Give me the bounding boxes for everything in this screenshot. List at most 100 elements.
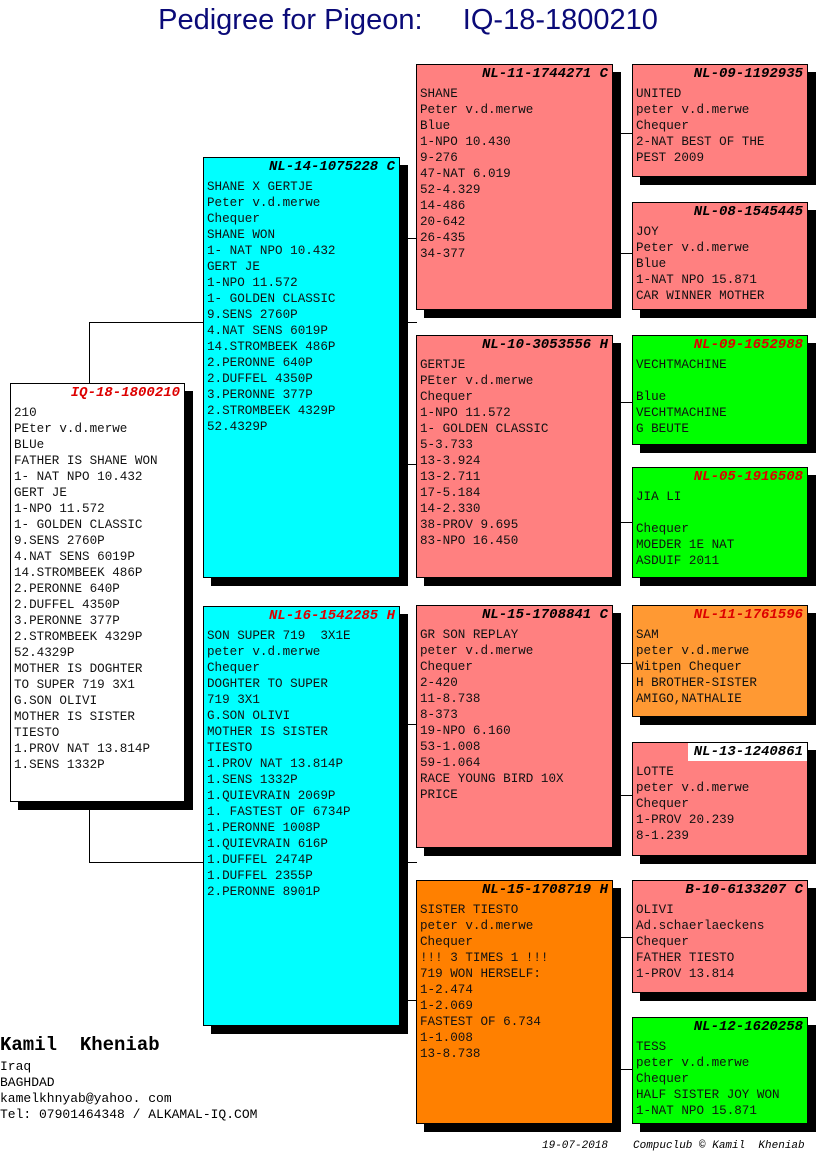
ring-number: NL-14-1075228 C (262, 158, 399, 176)
connector-line (617, 402, 633, 403)
pigeon-detail-line: 14-486 (420, 199, 466, 213)
connector-line (617, 663, 633, 664)
pigeon-detail-line: 9.SENS 2760P (14, 534, 105, 548)
connector-line (402, 1000, 417, 1001)
connector-line (89, 322, 90, 384)
pigeon-detail-line: MOTHER IS SISTER (14, 710, 135, 724)
pigeon-detail-line: 1-2.069 (420, 999, 473, 1013)
pigeon-detail-line: peter v.d.merwe (636, 644, 750, 658)
pigeon-detail-line: 59-1.064 (420, 756, 481, 770)
pigeon-detail-line: FATHER TIESTO (636, 951, 735, 965)
pigeon-detail-line: JOY (636, 225, 659, 239)
pigeon-detail-line: Chequer (636, 1072, 689, 1086)
pigeon-detail-line: TIESTO (207, 741, 253, 755)
pigeon-detail-line: 2.STROMBEEK 4329P (14, 630, 143, 644)
pigeon-detail-line: Ad.schaerlaeckens (636, 919, 765, 933)
pigeon-detail-line: Blue (636, 390, 667, 404)
ring-number: NL-09-1192935 (687, 65, 807, 83)
pigeon-detail-line: Blue (636, 257, 667, 271)
ring-number: B-10-6133207 C (679, 881, 807, 899)
pigeon-detail-line: DOGHTER TO SUPER (207, 677, 328, 691)
pigeon-detail-line: SHANE WON (207, 228, 276, 242)
pigeon-detail-line: 1-NAT NPO 15.871 (636, 1104, 757, 1118)
pigeon-detail-line: 53-1.008 (420, 740, 481, 754)
pigeon-detail-line: GERT JE (14, 486, 67, 500)
pigeon-detail-line: 1. FASTEST OF 6734P (207, 805, 351, 819)
ring-number: NL-15-1708841 C (475, 606, 612, 624)
pigeon-detail-line: FASTEST OF 6.734 (420, 1015, 541, 1029)
pigeon-detail-line: 719 WON HERSELF: (420, 967, 541, 981)
pigeon-detail-line: Chequer (420, 935, 473, 949)
page-title: Pedigree for Pigeon: IQ-18-1800210 (158, 4, 658, 36)
pigeon-detail-line: 1.PROV NAT 13.814P (14, 742, 151, 756)
footer-date: 19-07-2018 (542, 1140, 609, 1152)
pigeon-detail-line: peter v.d.merwe (636, 781, 750, 795)
ring-number: NL-11-1744271 C (475, 65, 612, 83)
ring-number: NL-08-1545445 (687, 203, 807, 221)
pigeon-detail-line: Peter v.d.merwe (636, 241, 750, 255)
pigeon-detail-line: 9-276 (420, 151, 458, 165)
pigeon-detail-line: 20-642 (420, 215, 466, 229)
pigeon-detail-line: 3.PERONNE 377P (207, 388, 313, 402)
connector-line (89, 810, 90, 863)
ring-number: NL-15-1708719 H (475, 881, 612, 899)
owner-email: kamelkhnyab@yahoo. com (0, 1091, 172, 1106)
pigeon-detail-line: MOTHER IS SISTER (207, 725, 328, 739)
connector-line (89, 862, 204, 863)
pigeon-detail-line: 38-PROV 9.695 (420, 518, 519, 532)
pigeon-detail-line: 1-NPO 11.572 (420, 406, 511, 420)
pigeon-detail-line: TO SUPER 719 3X1 (14, 678, 135, 692)
pigeon-detail-line: 1- NAT NPO 10.432 (14, 470, 143, 484)
pigeon-detail-line: SHANE X GERTJE (207, 180, 313, 194)
pigeon-detail-line: SISTER TIESTO (420, 903, 519, 917)
connector-line (617, 522, 633, 523)
ring-number: NL-13-1240861 (687, 743, 807, 761)
pigeon-detail-line: 1-2.474 (420, 983, 473, 997)
connector-line (402, 464, 417, 465)
pigeon-detail-line: PEter v.d.merwe (420, 374, 534, 388)
pigeon-detail-line: OLIVI (636, 903, 674, 917)
connector-line (402, 238, 417, 239)
pigeon-detail-line: Chequer (636, 522, 689, 536)
pigeon-detail-line: JIA LI (636, 490, 682, 504)
pigeon-detail-line: 52-4.329 (420, 183, 481, 197)
pigeon-detail-line: SON SUPER 719 3X1E (207, 629, 351, 643)
pigeon-detail-line: Peter v.d.merwe (420, 103, 534, 117)
connector-line (617, 795, 633, 796)
pigeon-detail-line: 2.PERONNE 640P (14, 582, 120, 596)
pigeon-detail-line: 1-NPO 11.572 (14, 502, 105, 516)
pigeon-detail-line: 1.SENS 1332P (207, 773, 298, 787)
pigeon-detail-line: 8-1.239 (636, 829, 689, 843)
pigeon-detail-line: Chequer (420, 390, 473, 404)
pigeon-detail-line: 2.PERONNE 640P (207, 356, 313, 370)
pigeon-detail-line: 1.QUIEVRAIN 616P (207, 837, 328, 851)
pigeon-detail-line: BLUe (14, 438, 45, 452)
pigeon-detail-line: 2.DUFFEL 4350P (207, 372, 313, 386)
pigeon-detail-line: 8-373 (420, 708, 458, 722)
ring-number: NL-12-1620258 (687, 1018, 807, 1036)
pigeon-detail-line: 2.PERONNE 8901P (207, 885, 321, 899)
